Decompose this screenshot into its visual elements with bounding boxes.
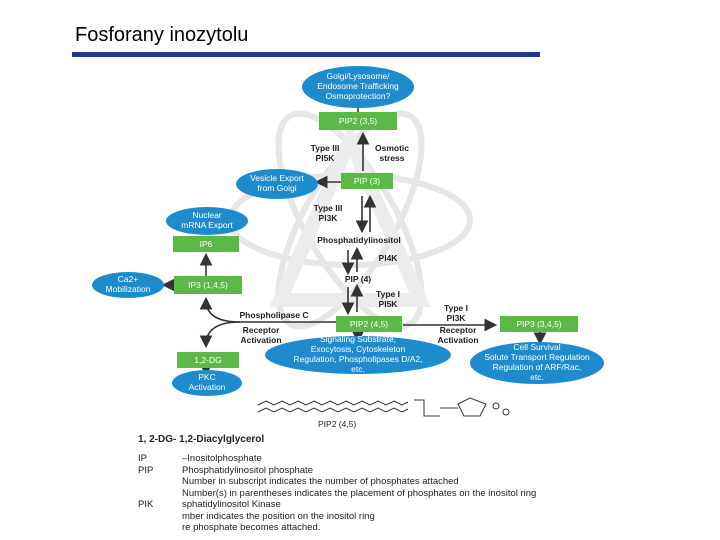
type3-pi5k-label: Type III PI5K <box>310 143 340 163</box>
legend: 1, 2-DG- 1,2-Diacylglycerol IP–Inositolp… <box>138 434 536 534</box>
ip6-box: IP6 <box>173 236 239 252</box>
legend-row: re phosphate becomes attached. <box>182 522 321 533</box>
ip3-box: IP3 (1,4,5) <box>174 276 242 294</box>
phospholipase-c-label: Phospholipase C <box>239 310 309 320</box>
type1-pi5k-label: Type I PI5K <box>376 289 400 309</box>
signaling-substrate-ellipse: Signaling Substrate, Exocytosis, Cytoske… <box>265 335 451 374</box>
pip2-35-box: PIP2 (3,5) <box>319 112 397 130</box>
dg-box: 1,2-DG <box>177 352 239 368</box>
pip2-structure-label: PIP2 (4,5) <box>318 419 357 429</box>
legend-row: mber indicates the position on the inosi… <box>182 510 375 522</box>
calcium-mobilization-ellipse: Ca2+ Mobilization <box>92 272 164 298</box>
title-underline <box>72 52 540 57</box>
legend-row: Number(s) in parentheses indicates the p… <box>182 487 537 499</box>
receptor-activation-right-label: Receptor Activation <box>437 325 479 345</box>
pkc-activation-ellipse: PKC Activation <box>172 370 242 396</box>
type1-pi3k-label: Type I PI3K <box>444 303 468 323</box>
phosphatidylinositol-label: Phosphatidylinositol <box>317 235 401 245</box>
pi4k-label: PI4K <box>378 253 398 263</box>
pip3-345-box: PIP3 (3,4,5) <box>500 316 578 332</box>
golgi-trafficking-ellipse: Golgi/Lysosome/ Endosome Trafficking Osm… <box>302 66 414 108</box>
pip-4-label: PIP (4) <box>344 274 372 284</box>
pip2-45-box: PIP2 (4,5) <box>336 316 402 332</box>
nuclear-export-ellipse: Nuclear mRNA Export <box>166 207 248 235</box>
pip2-structure-icon <box>257 397 510 417</box>
type3-pi3k-label: Type III PI3K <box>313 203 343 223</box>
page-title: Fosforany inozytolu <box>75 24 249 46</box>
legend-row: Number in subscript indicates the number… <box>182 476 459 487</box>
vesicle-export-ellipse: Vesicle Export from Golgi <box>236 169 318 199</box>
legend-heading: 1, 2-DG- 1,2-Diacylglycerol <box>138 434 265 445</box>
receptor-activation-left-label: Receptor Activation <box>240 325 282 345</box>
pip-3-box: PIP (3) <box>341 173 393 189</box>
cell-survival-ellipse: Cell Survival Solute Transport Regulatio… <box>470 342 604 384</box>
legend-row: IP–Inositolphosphate <box>138 453 262 464</box>
osmotic-stress-label: Osmotic stress <box>374 143 409 163</box>
